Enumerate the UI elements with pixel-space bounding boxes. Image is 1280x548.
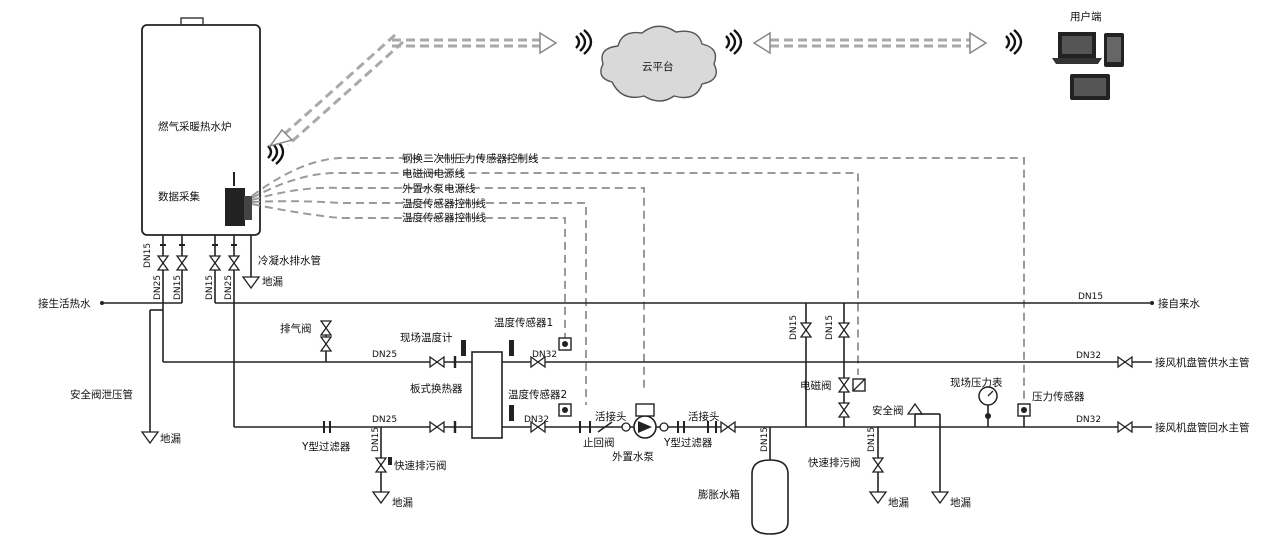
safety-gauge-section: DN15 快速排污阀 地漏 安全阀 地漏 现场压力表 压力传感器 (808, 376, 1085, 509)
solenoid-label: 电磁阀 (800, 379, 832, 392)
dn15-bypass: DN15 (789, 315, 799, 340)
pressure-sensor-icon (1017, 403, 1031, 417)
union1-label: 活接头 (595, 410, 627, 423)
cloud-label: 云平台 (642, 60, 674, 73)
control-line-label-1: 钢换二次制压力传感器控制线 (402, 152, 539, 165)
ext-pump-label: 外置水泵 (612, 451, 654, 463)
check-valve-label: 止回阀 (583, 436, 615, 449)
wifi-icon-user (1004, 28, 1023, 56)
site-thermo-label: 现场温度计 (400, 331, 453, 344)
dn-boiler-d: DN15 (205, 275, 215, 300)
user-label: 用户端 (1070, 10, 1102, 23)
dn32-return-main: DN32 (1076, 415, 1101, 425)
bypass-section: DN15 DN15 电磁阀 (789, 303, 866, 427)
dn-boiler-e: DN25 (224, 275, 234, 300)
cloud-icon: 云平台 (600, 25, 717, 102)
quick-drain-left: DN15 快速排污阀 地漏 (371, 427, 447, 509)
ext-pump-icon (621, 403, 669, 439)
quick-drain-label-2: 快速排污阀 (808, 456, 861, 469)
supply-line: DN25 排气阀 现场温度计 DN32 温度传感器1 DN32 接风机盘管供水主… (162, 310, 1250, 369)
monitor-icon (1070, 74, 1110, 100)
safety-relief-pipe: 安全阀泄压管 地漏 (70, 309, 181, 445)
condensate-label: 冷凝水排水管 (258, 254, 321, 267)
dn32-supply-main: DN32 (1076, 351, 1101, 361)
domestic-water-lines: 接生活热水 接自来水 DN15 (38, 292, 1200, 310)
boiler-outlet-pipes: DN15 DN25 DN15 DN15 DN25 冷凝水排水管 地漏 (143, 235, 321, 427)
boiler-unit: 燃气采暖热水炉 数据采集 (141, 17, 261, 236)
temp-sensor2-label: 温度传感器2 (508, 388, 567, 401)
control-lines: 钢换二次制压力传感器控制线 电磁阀电源线 外置水泵电源线 温度传感器控制线 温度… (251, 152, 1025, 405)
supply-main-label: 接风机盘管供水主管 (1155, 356, 1250, 369)
data-collector-icon (225, 172, 252, 226)
safety-relief-label: 安全阀泄压管 (70, 388, 133, 401)
dn25-supply: DN25 (372, 350, 397, 360)
safety-valve-label: 安全阀 (872, 404, 904, 417)
dn15-solenoid: DN15 (825, 315, 835, 340)
plate-heat-exchanger: 板式换热器 (410, 351, 503, 439)
control-line-label-4: 温度传感器控制线 (402, 197, 486, 210)
union2-label: 活接头 (688, 410, 720, 423)
return-line: Y型过滤器 DN25 温度传感器2 DN32 活接头 止回阀 外置水泵 Y型过滤… (234, 388, 1250, 463)
floor-drain-label-5: 地漏 (950, 496, 971, 509)
laptop-icon (1052, 32, 1102, 64)
plate-hx-label: 板式换热器 (410, 382, 463, 395)
quick-drain-label-1: 快速排污阀 (394, 459, 447, 472)
floor-drain-label-2: 地漏 (160, 432, 181, 445)
floor-drain-label-4: 地漏 (888, 496, 909, 509)
tap-water-dn: DN15 (1078, 292, 1103, 302)
control-line-label-5: 温度传感器控制线 (402, 211, 486, 224)
expansion-tank-label: 膨胀水箱 (698, 488, 740, 501)
signal-arrow-boiler-cloud (268, 31, 558, 148)
dn15-quick-left: DN15 (371, 427, 381, 452)
dn-boiler-b: DN25 (153, 275, 163, 300)
data-collect-label: 数据采集 (158, 190, 200, 203)
dn-boiler-c: DN15 (173, 275, 183, 300)
dn32-return: DN32 (524, 415, 549, 425)
y-filter2-label: Y型过滤器 (663, 436, 713, 449)
control-line-label-3: 外置水泵电源线 (402, 182, 476, 195)
temp-sensor2-icon (558, 403, 572, 417)
pressure-sensor-label: 压力传感器 (1032, 390, 1085, 403)
wifi-icon-right (724, 28, 743, 56)
dn25-return: DN25 (372, 415, 397, 425)
dn-boiler-a: DN15 (143, 243, 153, 268)
signal-arrow-cloud-user (752, 31, 988, 55)
floor-drain-label-1: 地漏 (262, 275, 283, 288)
boiler-title: 燃气采暖热水炉 (158, 120, 232, 133)
air-valve-label: 排气阀 (280, 322, 312, 335)
control-line-label-2: 电磁阀电源线 (402, 167, 465, 180)
return-main-label: 接风机盘管回水主管 (1155, 421, 1250, 434)
temp-sensor1-label: 温度传感器1 (494, 316, 553, 329)
expansion-tank: DN15 膨胀水箱 (698, 427, 789, 535)
floor-drain-label-3: 地漏 (392, 496, 413, 509)
pressure-gauge-label: 现场压力表 (950, 376, 1003, 389)
dn32-supply: DN32 (532, 350, 557, 360)
domestic-hot-label: 接生活热水 (38, 297, 91, 310)
temp-sensor1-icon (558, 337, 572, 351)
wifi-icon-left (574, 28, 593, 56)
dn15-quick-right: DN15 (867, 427, 877, 452)
user-devices: 用户端 (1052, 10, 1124, 100)
tablet-icon (1104, 33, 1124, 67)
tap-water-label: 接自来水 (1158, 297, 1200, 310)
dn15-exp: DN15 (760, 427, 770, 452)
y-filter-label: Y型过滤器 (301, 440, 351, 453)
